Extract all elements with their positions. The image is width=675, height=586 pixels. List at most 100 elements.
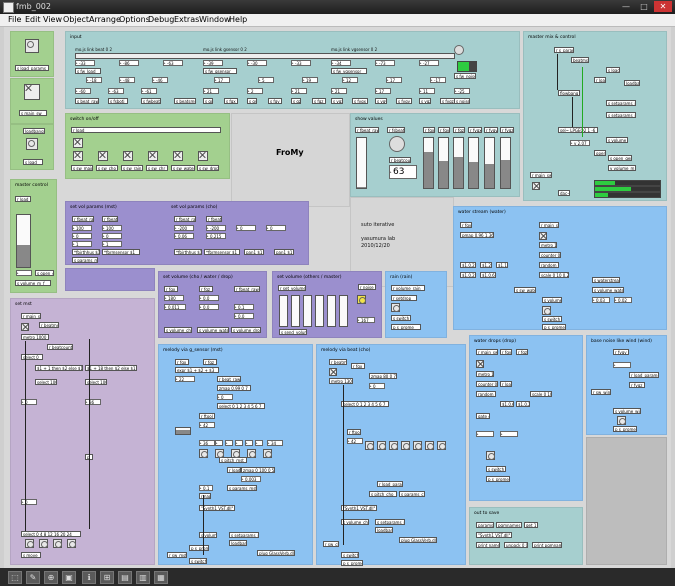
- vp-obj[interactable]: r fbeat_raw: [72, 216, 94, 222]
- os-obj[interactable]: "Synth1 VST.dll": [476, 532, 512, 538]
- menu-arrange[interactable]: Arrange: [89, 15, 121, 24]
- show-values-recv[interactable]: r fvgz: [500, 127, 514, 133]
- patcher-canvas[interactable]: s load_params s main_sw loadbang s load …: [4, 27, 671, 568]
- ws-obj[interactable]: scale 0 10 0.2: [539, 272, 569, 278]
- loadbang-object[interactable]: loadbang: [23, 128, 45, 134]
- ws-obj[interactable]: s switch: [542, 316, 562, 322]
- menu-extras[interactable]: Extras: [174, 15, 200, 24]
- bn-obj[interactable]: r fvgy: [613, 349, 629, 355]
- mb-bang[interactable]: [425, 441, 434, 450]
- main-switch-send[interactable]: s main_sw: [19, 110, 47, 116]
- mb-obj[interactable]: s switch: [341, 552, 359, 558]
- input-num[interactable]: 17: [375, 88, 391, 94]
- input-num[interactable]: 11: [419, 88, 435, 94]
- window-icon[interactable]: ▤: [118, 571, 132, 584]
- vp-num[interactable]: -200: [206, 225, 226, 231]
- lock-icon[interactable]: ⬚: [8, 571, 22, 584]
- switch-master-toggle[interactable]: [73, 138, 83, 148]
- wd-obj[interactable]: r fgz: [516, 349, 528, 355]
- input-num[interactable]: -33: [75, 60, 95, 66]
- ws-bang[interactable]: [542, 306, 551, 315]
- mst-num[interactable]: 36: [85, 399, 101, 405]
- switch-send[interactable]: s sw_drop: [197, 165, 219, 171]
- beat-dial[interactable]: [389, 136, 405, 152]
- wd-obj[interactable]: $1.0.6: [500, 401, 514, 407]
- mb-obj[interactable]: s volume_cho: [341, 519, 369, 525]
- sv-obj[interactable]: s volume_cho: [164, 327, 192, 333]
- input-num[interactable]: -73: [375, 60, 395, 66]
- vol-slider[interactable]: [339, 295, 348, 327]
- mb-obj[interactable]: s pitch_cho: [369, 491, 397, 497]
- loadbang-bang[interactable]: [26, 138, 38, 150]
- mb-num[interactable]: 0: [369, 383, 385, 389]
- mg-obj[interactable]: zmap 0 100 0 5: [241, 467, 275, 473]
- mst-obj[interactable]: metro 1000: [21, 334, 49, 340]
- fw-gsensor-send[interactable]: s fw_gsensor: [203, 68, 237, 74]
- input-send[interactable]: s fgz: [312, 98, 326, 104]
- input-send[interactable]: s beat_raw: [75, 98, 99, 104]
- mg-obj[interactable]: r ftool: [199, 413, 215, 419]
- mb-obj[interactable]: s params_cho: [399, 491, 425, 497]
- input-send[interactable]: s fgx: [224, 98, 238, 104]
- input-num[interactable]: -33: [291, 60, 311, 66]
- ws-obj[interactable]: $1.0.2: [460, 262, 476, 268]
- mix-obj[interactable]: beatms: [571, 57, 589, 63]
- mst-toggle[interactable]: [21, 323, 29, 331]
- mix-obj[interactable]: r main_sw: [530, 172, 552, 178]
- add-icon[interactable]: ⊕: [44, 571, 58, 584]
- vp-obj[interactable]: pan1 $1: [244, 249, 264, 255]
- mix-obj[interactable]: loadbang: [624, 80, 640, 86]
- mb-obj[interactable]: loadbang: [375, 527, 393, 533]
- wd-obj[interactable]: r fgy: [500, 349, 512, 355]
- show-values-recv[interactable]: r fbeat_raw: [355, 127, 379, 133]
- ws-obj[interactable]: random 10: [539, 262, 559, 268]
- svo-obj[interactable]: r noise: [358, 284, 376, 290]
- ws-obj[interactable]: counter 01: [539, 252, 561, 258]
- vol-slider[interactable]: [303, 295, 312, 327]
- mg-obj[interactable]: r fgx: [175, 359, 189, 365]
- ws-toggle[interactable]: [539, 232, 547, 240]
- input-num[interactable]: -48: [119, 77, 135, 83]
- rain-obj[interactable]: p s_prome: [391, 324, 421, 330]
- ws-num[interactable]: 0.03: [592, 297, 610, 303]
- mg-obj[interactable]: s switch: [189, 558, 207, 564]
- show-values-recv[interactable]: r fgx: [423, 127, 435, 133]
- input-send[interactable]: s gz: [291, 98, 301, 104]
- grid-icon[interactable]: ⊞: [100, 571, 114, 584]
- menu-edit[interactable]: Edit: [25, 15, 41, 24]
- input-send[interactable]: s vgy: [375, 98, 387, 104]
- mix-dac[interactable]: dac~: [558, 190, 570, 196]
- input-num[interactable]: 21: [203, 88, 219, 94]
- rain-obj[interactable]: r volume_rain: [391, 285, 425, 291]
- bn-bang[interactable]: [617, 416, 626, 425]
- input-num[interactable]: 21: [331, 88, 347, 94]
- wd-num[interactable]: [476, 431, 494, 437]
- switch-toggle[interactable]: [173, 151, 183, 161]
- value-slider[interactable]: [453, 137, 464, 189]
- beatcount-recv[interactable]: r beatcount: [389, 157, 411, 163]
- vp-obj[interactable]: *fbrmsensor $1: [204, 249, 240, 255]
- input-send[interactable]: s fgy: [268, 98, 282, 104]
- ws-num[interactable]: 0.02: [614, 297, 632, 303]
- vp-num[interactable]: 100: [102, 225, 122, 231]
- mix-obj[interactable]: s setparams_rev: [606, 100, 636, 106]
- sv-num[interactable]: 0.011: [164, 304, 186, 310]
- input-num[interactable]: -46: [152, 77, 168, 83]
- bn-obj[interactable]: p s_prome: [613, 426, 637, 432]
- mg-step[interactable]: [245, 440, 253, 446]
- input-num[interactable]: -27: [419, 60, 439, 66]
- mix-obj[interactable]: v volume_m_f: [608, 165, 636, 171]
- mg-obj[interactable]: r beat_raw: [217, 376, 241, 382]
- open-gen-send[interactable]: s open_gen: [35, 270, 54, 276]
- wd-obj[interactable]: r load: [500, 381, 512, 387]
- maximize-button[interactable]: □: [640, 2, 648, 11]
- fw-noise-send[interactable]: s fw_noise: [454, 73, 476, 79]
- menu-window[interactable]: Window: [199, 15, 231, 24]
- show-values-recv[interactable]: r fgz: [453, 127, 465, 133]
- ws-obj[interactable]: r main_sw: [539, 222, 559, 228]
- vp-obj[interactable]: r fbeat: [206, 216, 222, 222]
- input-num[interactable]: 17: [386, 77, 402, 83]
- switch-send[interactable]: s sw_chr: [146, 165, 168, 171]
- menu-file[interactable]: File: [8, 15, 22, 24]
- ws-obj[interactable]: $1.2: [480, 262, 492, 268]
